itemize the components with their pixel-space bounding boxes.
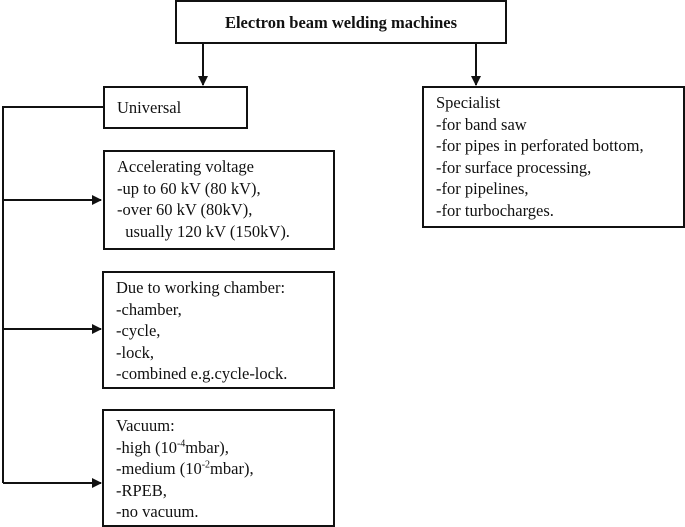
specialist-item: -for band saw <box>436 114 527 134</box>
vacuum-item-text: -high (10 <box>116 437 177 457</box>
universal-label: Universal <box>117 98 182 117</box>
vacuum-item: -high (10-4mbar), <box>116 437 333 459</box>
chamber-node: Due to working chamber: -chamber, -cycle… <box>102 271 335 389</box>
specialist-node: Specialist -for band saw -for pipes in p… <box>422 86 685 228</box>
exponent: -2 <box>201 459 211 471</box>
chamber-item: -lock, <box>116 342 155 362</box>
vacuum-item: -RPEB, <box>116 480 167 500</box>
voltage-heading: Accelerating voltage <box>117 157 254 176</box>
root-node-title: Electron beam welding machines <box>175 0 507 44</box>
vacuum-node: Vacuum: -high (10-4mbar), -medium (10-2m… <box>102 409 335 527</box>
voltage-item: -over 60 kV (80kV), <box>117 200 253 219</box>
chamber-item: -chamber, <box>116 299 182 319</box>
chamber-heading: Due to working chamber: <box>116 278 286 297</box>
vacuum-item-unit: mbar), <box>210 459 254 478</box>
chamber-item: -combined e.g.cycle-lock. <box>116 364 288 383</box>
vacuum-item: -medium (10-2mbar), <box>116 458 333 480</box>
specialist-item: -for turbocharges. <box>436 200 554 220</box>
specialist-label: Specialist <box>436 93 501 112</box>
specialist-item: -for pipes in perforated bottom, <box>436 136 644 155</box>
vacuum-item-text: -medium (10 <box>116 459 202 478</box>
vacuum-item-unit: mbar), <box>185 437 229 457</box>
vacuum-heading: Vacuum: <box>116 416 175 435</box>
specialist-item: -for surface processing, <box>436 157 592 177</box>
voltage-node: Accelerating voltage -up to 60 kV (80 kV… <box>103 150 335 250</box>
universal-node: Universal <box>103 86 248 129</box>
vacuum-item: -no vacuum. <box>116 502 199 521</box>
chamber-item: -cycle, <box>116 321 161 340</box>
universal-branch-line <box>2 106 103 483</box>
voltage-item: usually 120 kV (150kV). <box>117 221 290 241</box>
specialist-item: -for pipelines, <box>436 179 529 198</box>
voltage-item: -up to 60 kV (80 kV), <box>117 178 261 198</box>
exponent: -4 <box>176 438 186 449</box>
